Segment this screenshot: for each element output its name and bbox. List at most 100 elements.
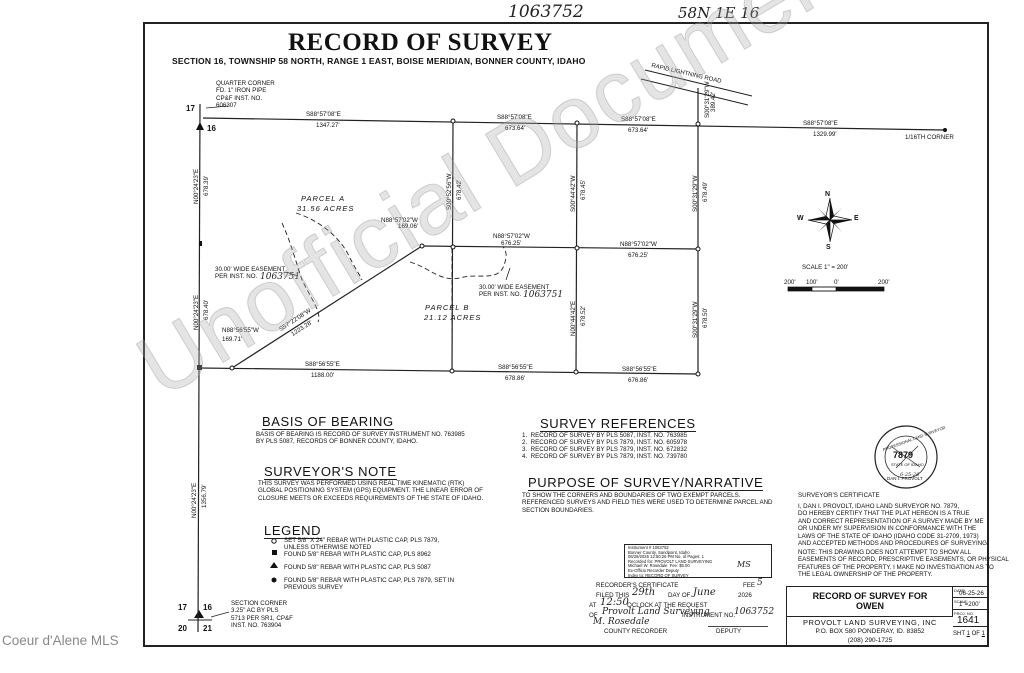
mls-footer: Coeur d'Alene MLS	[2, 633, 119, 648]
sheet-label: SHT	[953, 631, 965, 637]
surveyor-note-heading: SURVEYOR'S NOTE	[264, 464, 397, 480]
section-corner-note: SECTION CORNER 3.25" AC BY PLS 5713 PER …	[231, 600, 293, 630]
section-number-16-top: 16	[207, 124, 216, 133]
distance-label: 673.64'	[505, 125, 526, 132]
reference-item: 2. RECORD OF SURVEY BY PLS 7879, INST. N…	[522, 439, 688, 446]
drawing-frame	[143, 22, 989, 647]
legend-item: SET 5/8" X 24" REBAR WITH PLASTIC CAP, P…	[284, 537, 440, 552]
easement-b-instrument: 1063751	[523, 290, 564, 300]
compass-e: E	[854, 215, 859, 222]
bearing-label: N00°44'42"E	[570, 300, 577, 336]
bearing-label: N00°24'23"E	[193, 168, 200, 204]
monument-1-16-corner	[943, 128, 947, 132]
bearing-label: S88°57'08"E	[497, 114, 532, 121]
scale-label: SCALE 1" = 200'	[802, 264, 849, 271]
monument-section-corner	[194, 610, 204, 618]
page-title: RECORD OF SURVEY	[288, 29, 553, 56]
bearing-label: S88°57'08"E	[621, 116, 656, 123]
scale-label-block: SCALE:	[954, 599, 969, 604]
date-value: 06-25-26	[959, 590, 984, 597]
easement-a-instrument: 1063751	[260, 272, 301, 282]
reference-item: 4. RECORD OF SURVEY BY PLS 7879, INST. N…	[522, 453, 688, 460]
distance-label: 169.06'	[398, 223, 419, 230]
handwritten-instrument-number: 1063752	[508, 2, 584, 22]
parcel-b-name: PARCEL B	[425, 303, 470, 312]
inst-value: 1063752	[734, 607, 775, 617]
parcel-a-name: PARCEL A	[301, 194, 346, 203]
title-block-record: RECORD OF SURVEY FOR OWEN	[812, 591, 928, 611]
monument-rebar	[199, 241, 202, 246]
distance-label: 1329.99'	[813, 131, 837, 138]
distance-label: 678.39'	[203, 175, 210, 196]
distance-label: 676.25'	[628, 252, 649, 259]
scale-tick: 100'	[806, 279, 818, 286]
company-address: P.O. BOX 580 PONDERAY, ID. 83852	[815, 628, 925, 635]
oclock-label: OCLOCK AT THE REQUEST	[627, 602, 708, 609]
purpose-heading: PURPOSE OF SURVEY/NARRATIVE	[528, 475, 764, 491]
fee-label: FEE	[743, 582, 756, 589]
distance-label: 1188.00'	[311, 372, 335, 379]
section-number-20: 20	[178, 624, 187, 633]
scale-bar	[787, 286, 885, 292]
scale-tick: 200'	[878, 279, 890, 286]
filed-time: 12:50	[600, 597, 629, 608]
monument-triangle	[196, 122, 204, 130]
recording-stamp-text: Instrument # 1063752 Bonner County, Sand…	[628, 545, 713, 578]
seal-number: 7879	[893, 450, 914, 460]
distance-label: 678.86'	[505, 375, 526, 382]
section-number-21: 21	[203, 624, 212, 633]
section-number-17-bottom: 17	[178, 603, 187, 612]
scale-value-block: 1"=200'	[959, 601, 980, 608]
seal-name: DAN I. PROVOLT	[887, 476, 923, 481]
of-label: OF	[589, 612, 598, 619]
legend-item: FOUND 5/8" REBAR WITH PLASTIC CAP, PLS 8…	[284, 551, 431, 558]
bearing-label: S88°57'08"E	[803, 120, 838, 127]
certificate-text: I, DAN I. PROVOLT, IDAHO LAND SURVEYOR N…	[798, 503, 989, 548]
road-line-1	[644, 69, 753, 97]
deputy-label: DEPUTY	[716, 628, 742, 635]
filed-year: 2026	[738, 592, 752, 599]
distance-label: 676.25'	[501, 240, 522, 247]
reference-item: 1. RECORD OF SURVEY BY PLS 5087, INST. N…	[522, 432, 688, 439]
sheet-total: 1	[981, 631, 985, 637]
easement-a-east	[295, 212, 363, 281]
distance-label: 673.64'	[628, 127, 649, 134]
bearing-label: S88°56'55"E	[622, 366, 657, 373]
quarter-corner-note: QUARTER CORNER FD. 1" IRON PIPE CP&F INS…	[216, 80, 275, 110]
seal-date: 6-25-26	[900, 472, 920, 478]
north-arrow	[807, 197, 853, 243]
legend-heading: LEGEND	[264, 523, 322, 539]
proj-label: PROJ. NO.	[954, 611, 975, 616]
scale-tick: 0'	[834, 279, 839, 286]
compass-n: N	[825, 191, 831, 198]
bearing-label: S00°44'42"W	[570, 175, 577, 212]
sheet-number: 1	[966, 631, 970, 637]
monument-square	[197, 365, 202, 370]
filed-day: 29th	[632, 587, 656, 598]
distance-label: 389.42'	[710, 91, 717, 112]
easement-b-note: 30.00' WIDE EASEMENT PER INST. NO.	[479, 284, 550, 299]
bearing-label: S00°31'29"W	[692, 301, 699, 338]
at-label: AT	[589, 602, 597, 609]
distance-label: 678.52'	[580, 305, 587, 326]
company-phone: (208) 290-1725	[847, 637, 893, 644]
distance-label: 678.50'	[702, 307, 709, 328]
inst-label: INSTRUMENT NO.	[682, 612, 736, 619]
purpose-text: TO SHOW THE CORNERS AND BOUNDARIES OF TW…	[522, 492, 773, 514]
bearing-label: N88°57'02"W	[493, 233, 530, 240]
bearing-label: N88°56'55"W	[222, 327, 259, 334]
company-name: PROVOLT LAND SURVEYING, INC	[803, 618, 937, 627]
recorder-signature: M. Rosedale	[593, 617, 650, 627]
recording-stamp-initials: MS	[737, 560, 751, 569]
sheet-of-label: OF	[971, 631, 980, 637]
recorder-heading: RECORDER'S CERTIFICATE	[596, 582, 679, 589]
legend-symbols	[270, 538, 278, 583]
legend-item: FOUND 5/8" REBAR WITH PLASTIC CAP, PLS 7…	[284, 577, 455, 592]
date-label: DATE:	[954, 588, 966, 593]
filed-month: June	[693, 587, 716, 598]
diagonal-line	[231, 245, 423, 369]
distance-label: 169.71'	[222, 336, 243, 343]
sixteenth-corner-label: 1/16TH CORNER	[905, 134, 954, 141]
parcel-b-area: 21.12 ACRES	[424, 313, 482, 322]
